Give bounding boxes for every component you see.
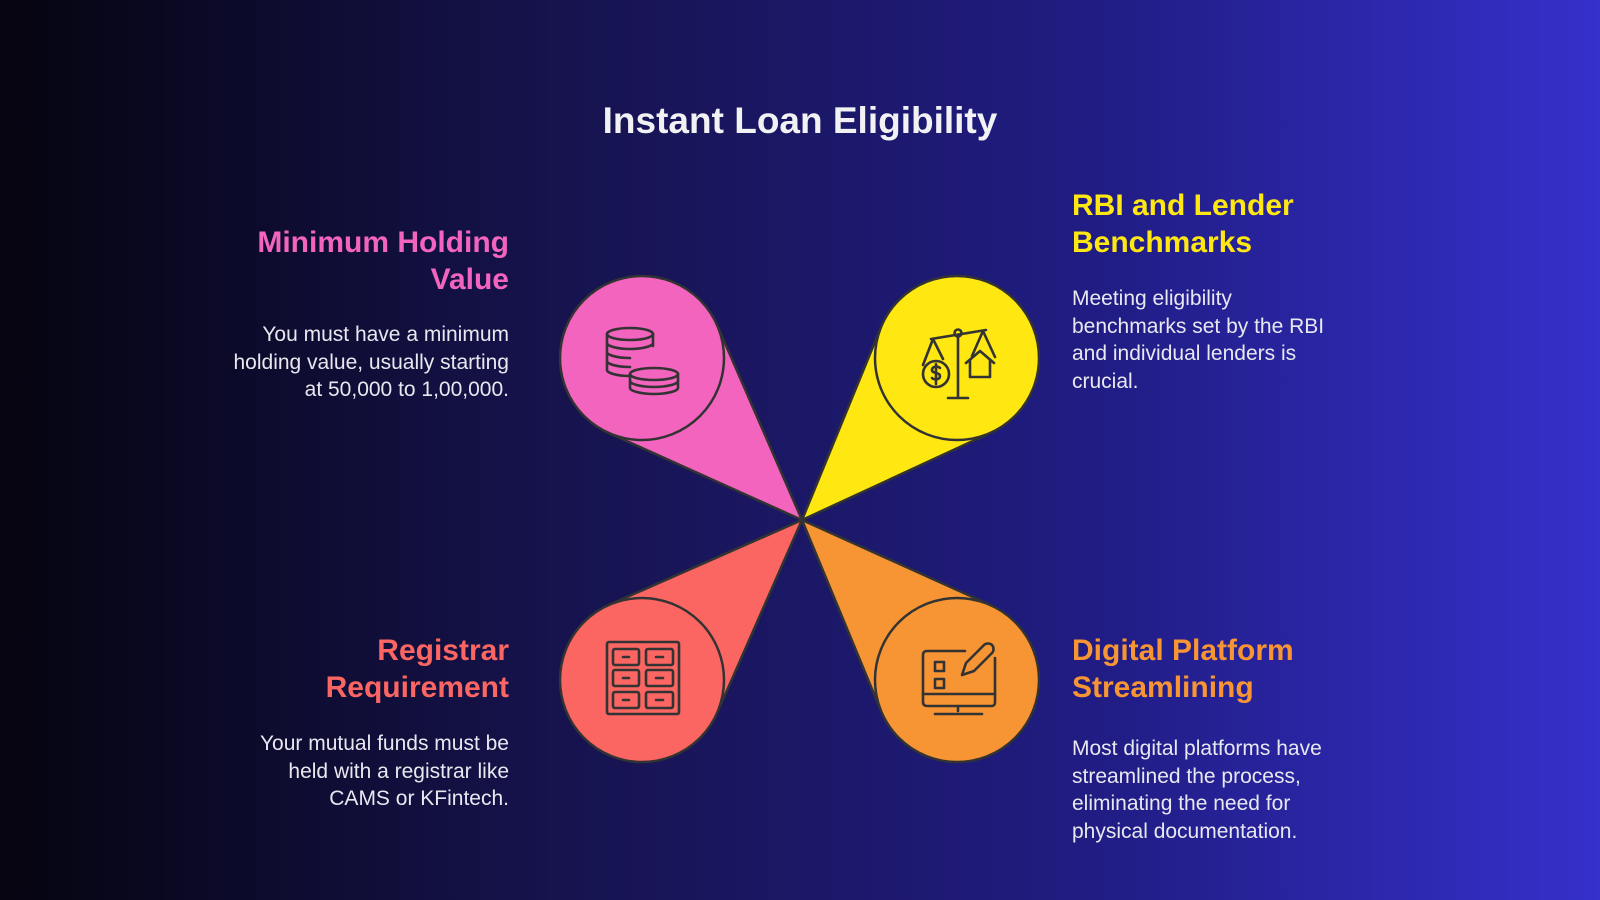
item-rbi-benchmarks: RBI and Lender Benchmarks Meeting eligib… — [1072, 187, 1412, 395]
body-line: streamlined the process, — [1072, 764, 1301, 788]
item-body: Most digital platforms have streamlined … — [1072, 735, 1412, 845]
heading-line: Registrar — [377, 634, 509, 667]
item-body: Meeting eligibility benchmarks set by th… — [1072, 285, 1412, 395]
petal-circle-reg — [558, 596, 726, 764]
body-line: Your mutual funds must be — [259, 732, 509, 755]
body-line: physical documentation. — [1072, 819, 1298, 843]
body-line: CAMS or KFintech. — [329, 787, 509, 810]
monitor-edit-icon — [921, 642, 997, 716]
filing-cabinet-icon — [605, 640, 681, 716]
item-heading: Registrar Requirement — [169, 632, 509, 706]
body-line: You must have a minimum — [262, 323, 509, 346]
body-line: and individual lenders is — [1072, 342, 1297, 365]
heading-line: Requirement — [325, 671, 509, 704]
body-line: at 50,000 to 1,00,000. — [304, 378, 509, 401]
page-title: Instant Loan Eligibility — [602, 100, 998, 141]
body-line: eliminating the need for — [1072, 792, 1291, 815]
item-digital-platform: Digital Platform Streamlining Most digit… — [1072, 632, 1412, 845]
heading-line: RBI and Lender — [1072, 189, 1294, 222]
heading-line: Minimum Holding — [257, 226, 509, 259]
body-line: crucial. — [1072, 369, 1139, 393]
item-body: Your mutual funds must be held with a re… — [169, 730, 509, 813]
item-heading: RBI and Lender Benchmarks — [1072, 187, 1412, 261]
body-line: holding value, usually starting — [233, 350, 509, 374]
heading-line: Benchmarks — [1072, 226, 1253, 259]
item-heading: Digital Platform Streamlining — [1072, 632, 1412, 706]
heading-line: Value — [430, 263, 509, 296]
item-registrar: Registrar Requirement Your mutual funds … — [169, 632, 509, 813]
heading-line: Digital Platform — [1072, 634, 1294, 667]
coins-stack-icon — [605, 326, 680, 396]
petal-circle-min — [558, 274, 726, 442]
body-line: held with a registrar like — [288, 759, 509, 783]
item-heading: Minimum Holding Value — [169, 224, 509, 298]
scale-balance-icon — [921, 328, 997, 400]
body-line: Meeting eligibility — [1072, 287, 1232, 310]
body-line: benchmarks set by the RBI — [1072, 314, 1325, 338]
heading-line: Streamlining — [1072, 671, 1254, 704]
petal-circle-dig — [873, 596, 1041, 764]
item-minimum-holding: Minimum Holding Value You must have a mi… — [169, 224, 509, 404]
body-line: Most digital platforms have — [1072, 737, 1322, 760]
item-body: You must have a minimum holding value, u… — [169, 321, 509, 404]
